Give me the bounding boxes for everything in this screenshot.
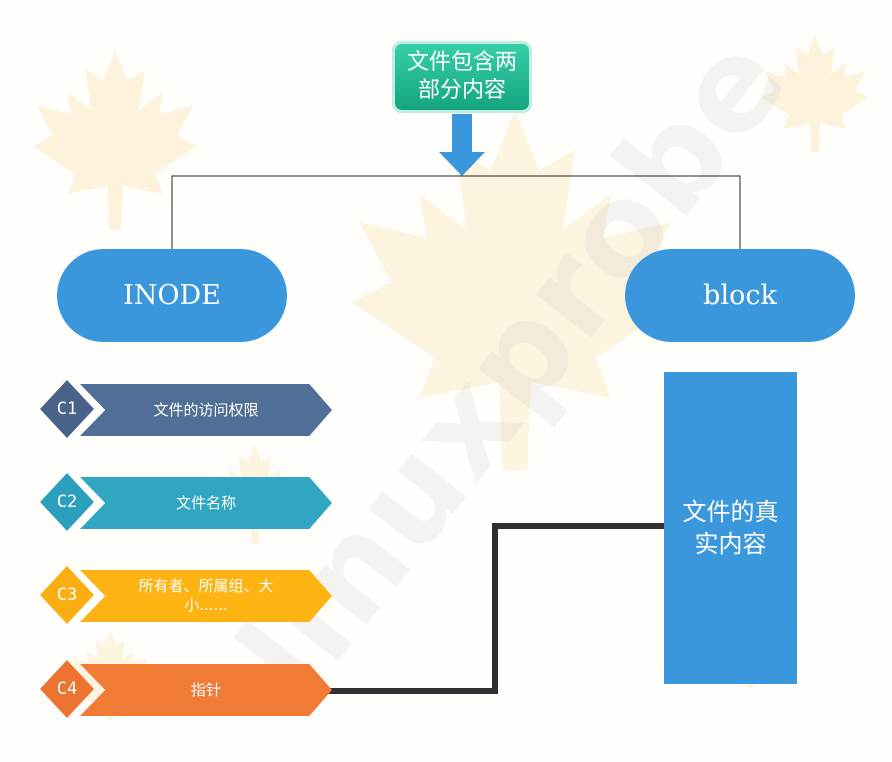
inode-item-c1: C1 文件的访问权限: [40, 380, 335, 438]
item-label-arrow: 文件的访问权限: [80, 384, 332, 436]
root-node-label: 文件包含两部分内容: [406, 50, 517, 103]
item-label: 指针: [190, 680, 221, 699]
inode-node: INODE: [57, 249, 287, 342]
inode-item-c3: C3 所有者、所属组、大小......: [40, 566, 335, 624]
item-label-arrow: 文件名称: [80, 477, 332, 529]
pointer-connector: [325, 523, 664, 694]
down-arrow-icon: [439, 114, 485, 176]
block-node: block: [625, 249, 855, 342]
inode-node-label: INODE: [123, 280, 221, 311]
block-node-label: block: [703, 280, 777, 311]
item-label: 文件的访问权限: [153, 400, 259, 419]
item-label-arrow: 所有者、所属组、大小......: [80, 570, 332, 622]
item-label-arrow: 指针: [80, 664, 332, 716]
block-content-label: 文件的真实内容: [682, 498, 779, 558]
inode-item-c2: C2 文件名称: [40, 473, 335, 531]
item-label: 所有者、所属组、大小......: [138, 577, 274, 614]
root-node: 文件包含两部分内容: [392, 41, 532, 113]
inode-item-c4: C4 指针: [40, 660, 335, 718]
branch-connector: [171, 175, 741, 249]
item-label: 文件名称: [175, 493, 236, 512]
block-content-box: 文件的真实内容: [664, 372, 797, 684]
